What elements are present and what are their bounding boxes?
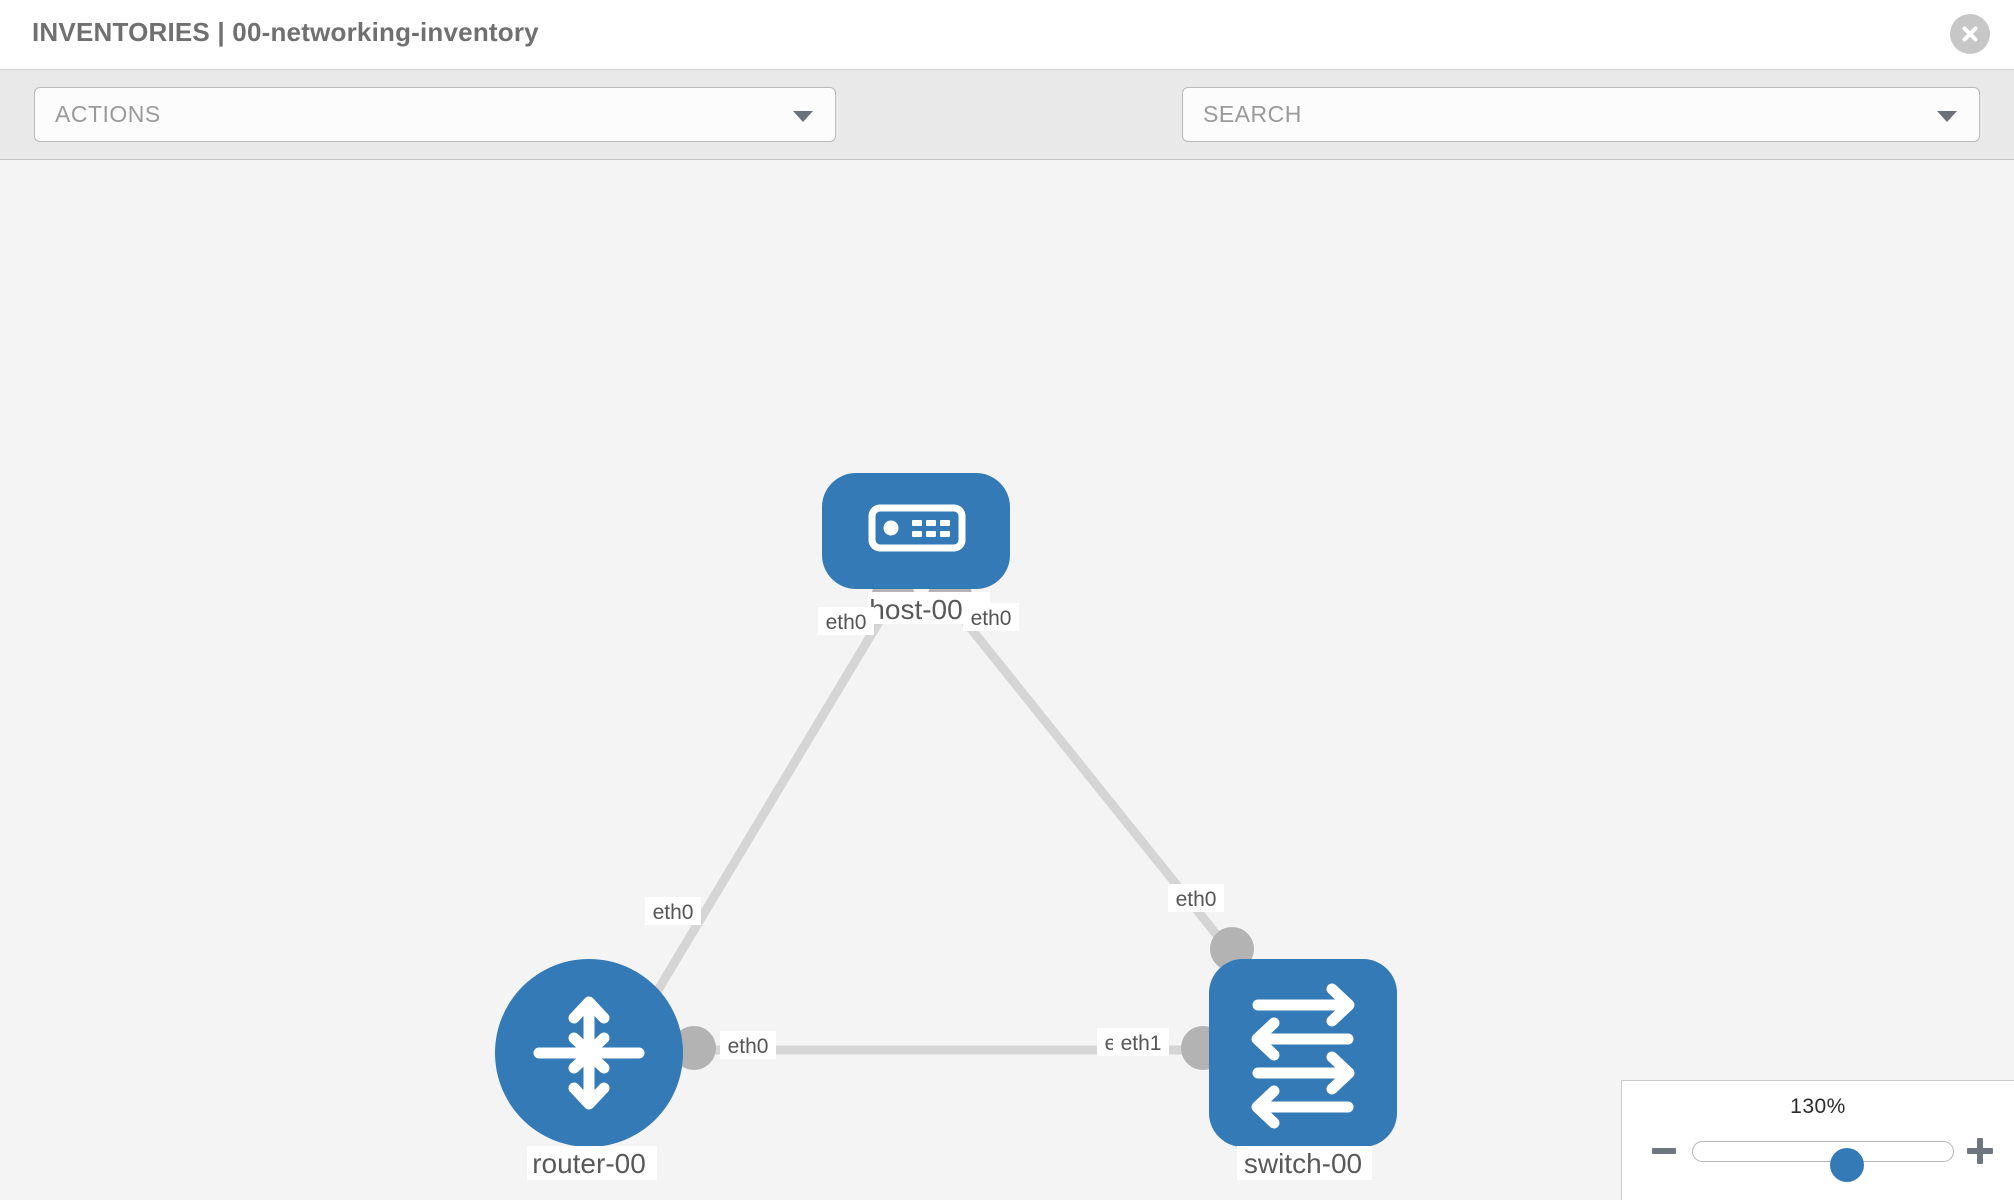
page-header: INVENTORIES | 00-networking-inventory bbox=[0, 0, 2014, 70]
chevron-down-icon bbox=[793, 111, 813, 122]
zoom-control-panel: 130% bbox=[1621, 1080, 2014, 1200]
zoom-out-button[interactable] bbox=[1642, 1129, 1686, 1173]
router-arrows-icon bbox=[533, 996, 645, 1110]
port-router00-right[interactable] bbox=[672, 1026, 716, 1070]
node-router-00[interactable]: router-00 bbox=[495, 959, 683, 1180]
iface-label-router00-eth0-right: eth0 bbox=[728, 1035, 769, 1058]
link-host00-switch00[interactable] bbox=[956, 612, 1249, 973]
topology-links bbox=[636, 612, 1249, 1055]
server-appliance-icon bbox=[868, 504, 966, 552]
node-label-switch-00: switch-00 bbox=[1244, 1148, 1362, 1179]
zoom-slider-thumb[interactable] bbox=[1830, 1148, 1864, 1182]
close-icon[interactable] bbox=[1950, 14, 1990, 54]
zoom-slider-row bbox=[1622, 1129, 2014, 1182]
toolbar: ACTIONS SEARCH bbox=[0, 70, 2014, 201]
zoom-slider[interactable] bbox=[1692, 1141, 1954, 1182]
zoom-level-value: 130% bbox=[1790, 1095, 1846, 1118]
iface-label-switch00-eth0-up: eth0 bbox=[1176, 888, 1217, 911]
plus-icon bbox=[1967, 1138, 1993, 1164]
link-router00-host00[interactable] bbox=[636, 617, 884, 1023]
search-placeholder: SEARCH bbox=[1203, 101, 1302, 127]
switch-arrows-icon bbox=[1251, 983, 1355, 1129]
minus-icon bbox=[1652, 1148, 1676, 1154]
search-input[interactable]: SEARCH bbox=[1182, 87, 1980, 142]
topology-canvas[interactable]: host-00 bbox=[0, 160, 2014, 1200]
node-label-router-00: router-00 bbox=[532, 1148, 646, 1179]
topology-interface-labels: eth0 eth0 eth0 eth0 eth0 eth0 eth1 bbox=[645, 603, 1224, 1059]
page-title: INVENTORIES | 00-networking-inventory bbox=[32, 17, 539, 47]
actions-dropdown-label: ACTIONS bbox=[55, 101, 161, 127]
iface-label-switch00-eth1: eth1 bbox=[1121, 1032, 1162, 1055]
iface-label-host00-eth0-left: eth0 bbox=[826, 611, 867, 634]
node-label-host-00: host-00 bbox=[869, 594, 962, 625]
actions-dropdown[interactable]: ACTIONS bbox=[34, 87, 836, 142]
chevron-down-icon[interactable] bbox=[1937, 111, 1957, 122]
topology-graph[interactable]: host-00 bbox=[0, 160, 2014, 1200]
iface-label-router00-eth0-up: eth0 bbox=[653, 901, 694, 924]
node-switch-00[interactable]: switch-00 bbox=[1209, 959, 1397, 1180]
iface-label-host00-eth0-right: eth0 bbox=[971, 607, 1012, 630]
node-host-00[interactable]: host-00 bbox=[822, 473, 1010, 625]
zoom-in-button[interactable] bbox=[1958, 1129, 2002, 1173]
